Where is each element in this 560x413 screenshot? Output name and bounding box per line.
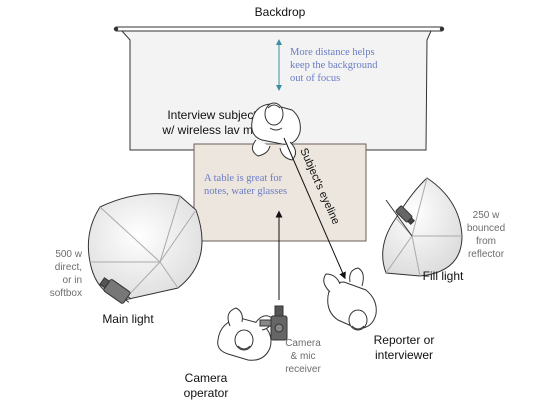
interview-subject-person-icon: [251, 102, 301, 161]
table-note-line1: A table is great for: [204, 173, 283, 184]
reporter-label-line2: interviewer: [375, 348, 433, 362]
reporter-person-icon: [323, 267, 377, 331]
reporter-label-line1: Reporter or: [374, 333, 435, 347]
eyeline-arrow: [283, 137, 346, 280]
fill-light-note-line4: reflector: [468, 249, 505, 260]
backdrop-label: Backdrop: [255, 5, 306, 19]
distance-note-line1: More distance helps: [290, 47, 375, 58]
table-note-line2: notes, water glasses: [204, 186, 287, 197]
main-light-note-line4: softbox: [50, 288, 82, 299]
fill-light-note-line1: 250 w: [473, 210, 500, 221]
camera-operator-label-line2: operator: [184, 386, 229, 400]
fill-light-label: Fill light: [423, 269, 464, 283]
main-light-note-line3: or in: [63, 275, 82, 286]
subject-label-line1: Interview subject: [167, 108, 257, 122]
subject-label-line2: w/ wireless lav mic: [161, 123, 261, 137]
distance-note-line3: out of focus: [290, 73, 340, 84]
main-light-note-line2: direct,: [55, 262, 82, 273]
fill-light-note-line2: bounced: [467, 223, 505, 234]
camera-operator-label-line1: Camera: [185, 371, 228, 385]
fill-light-note-line3: from: [476, 236, 496, 247]
video-camera-icon: [259, 305, 288, 341]
camera-note-line1: Camera: [285, 338, 321, 349]
main-light-note-line1: 500 w: [55, 249, 82, 260]
softbox-light-icon: [87, 193, 203, 304]
camera-note-line3: receiver: [285, 364, 321, 375]
distance-note-line2: keep the background: [290, 60, 378, 71]
camera-note-line2: & mic: [291, 351, 316, 362]
camera-operator-person-icon: [217, 307, 273, 361]
umbrella-light-icon: [382, 177, 463, 277]
main-light-label: Main light: [102, 312, 154, 326]
